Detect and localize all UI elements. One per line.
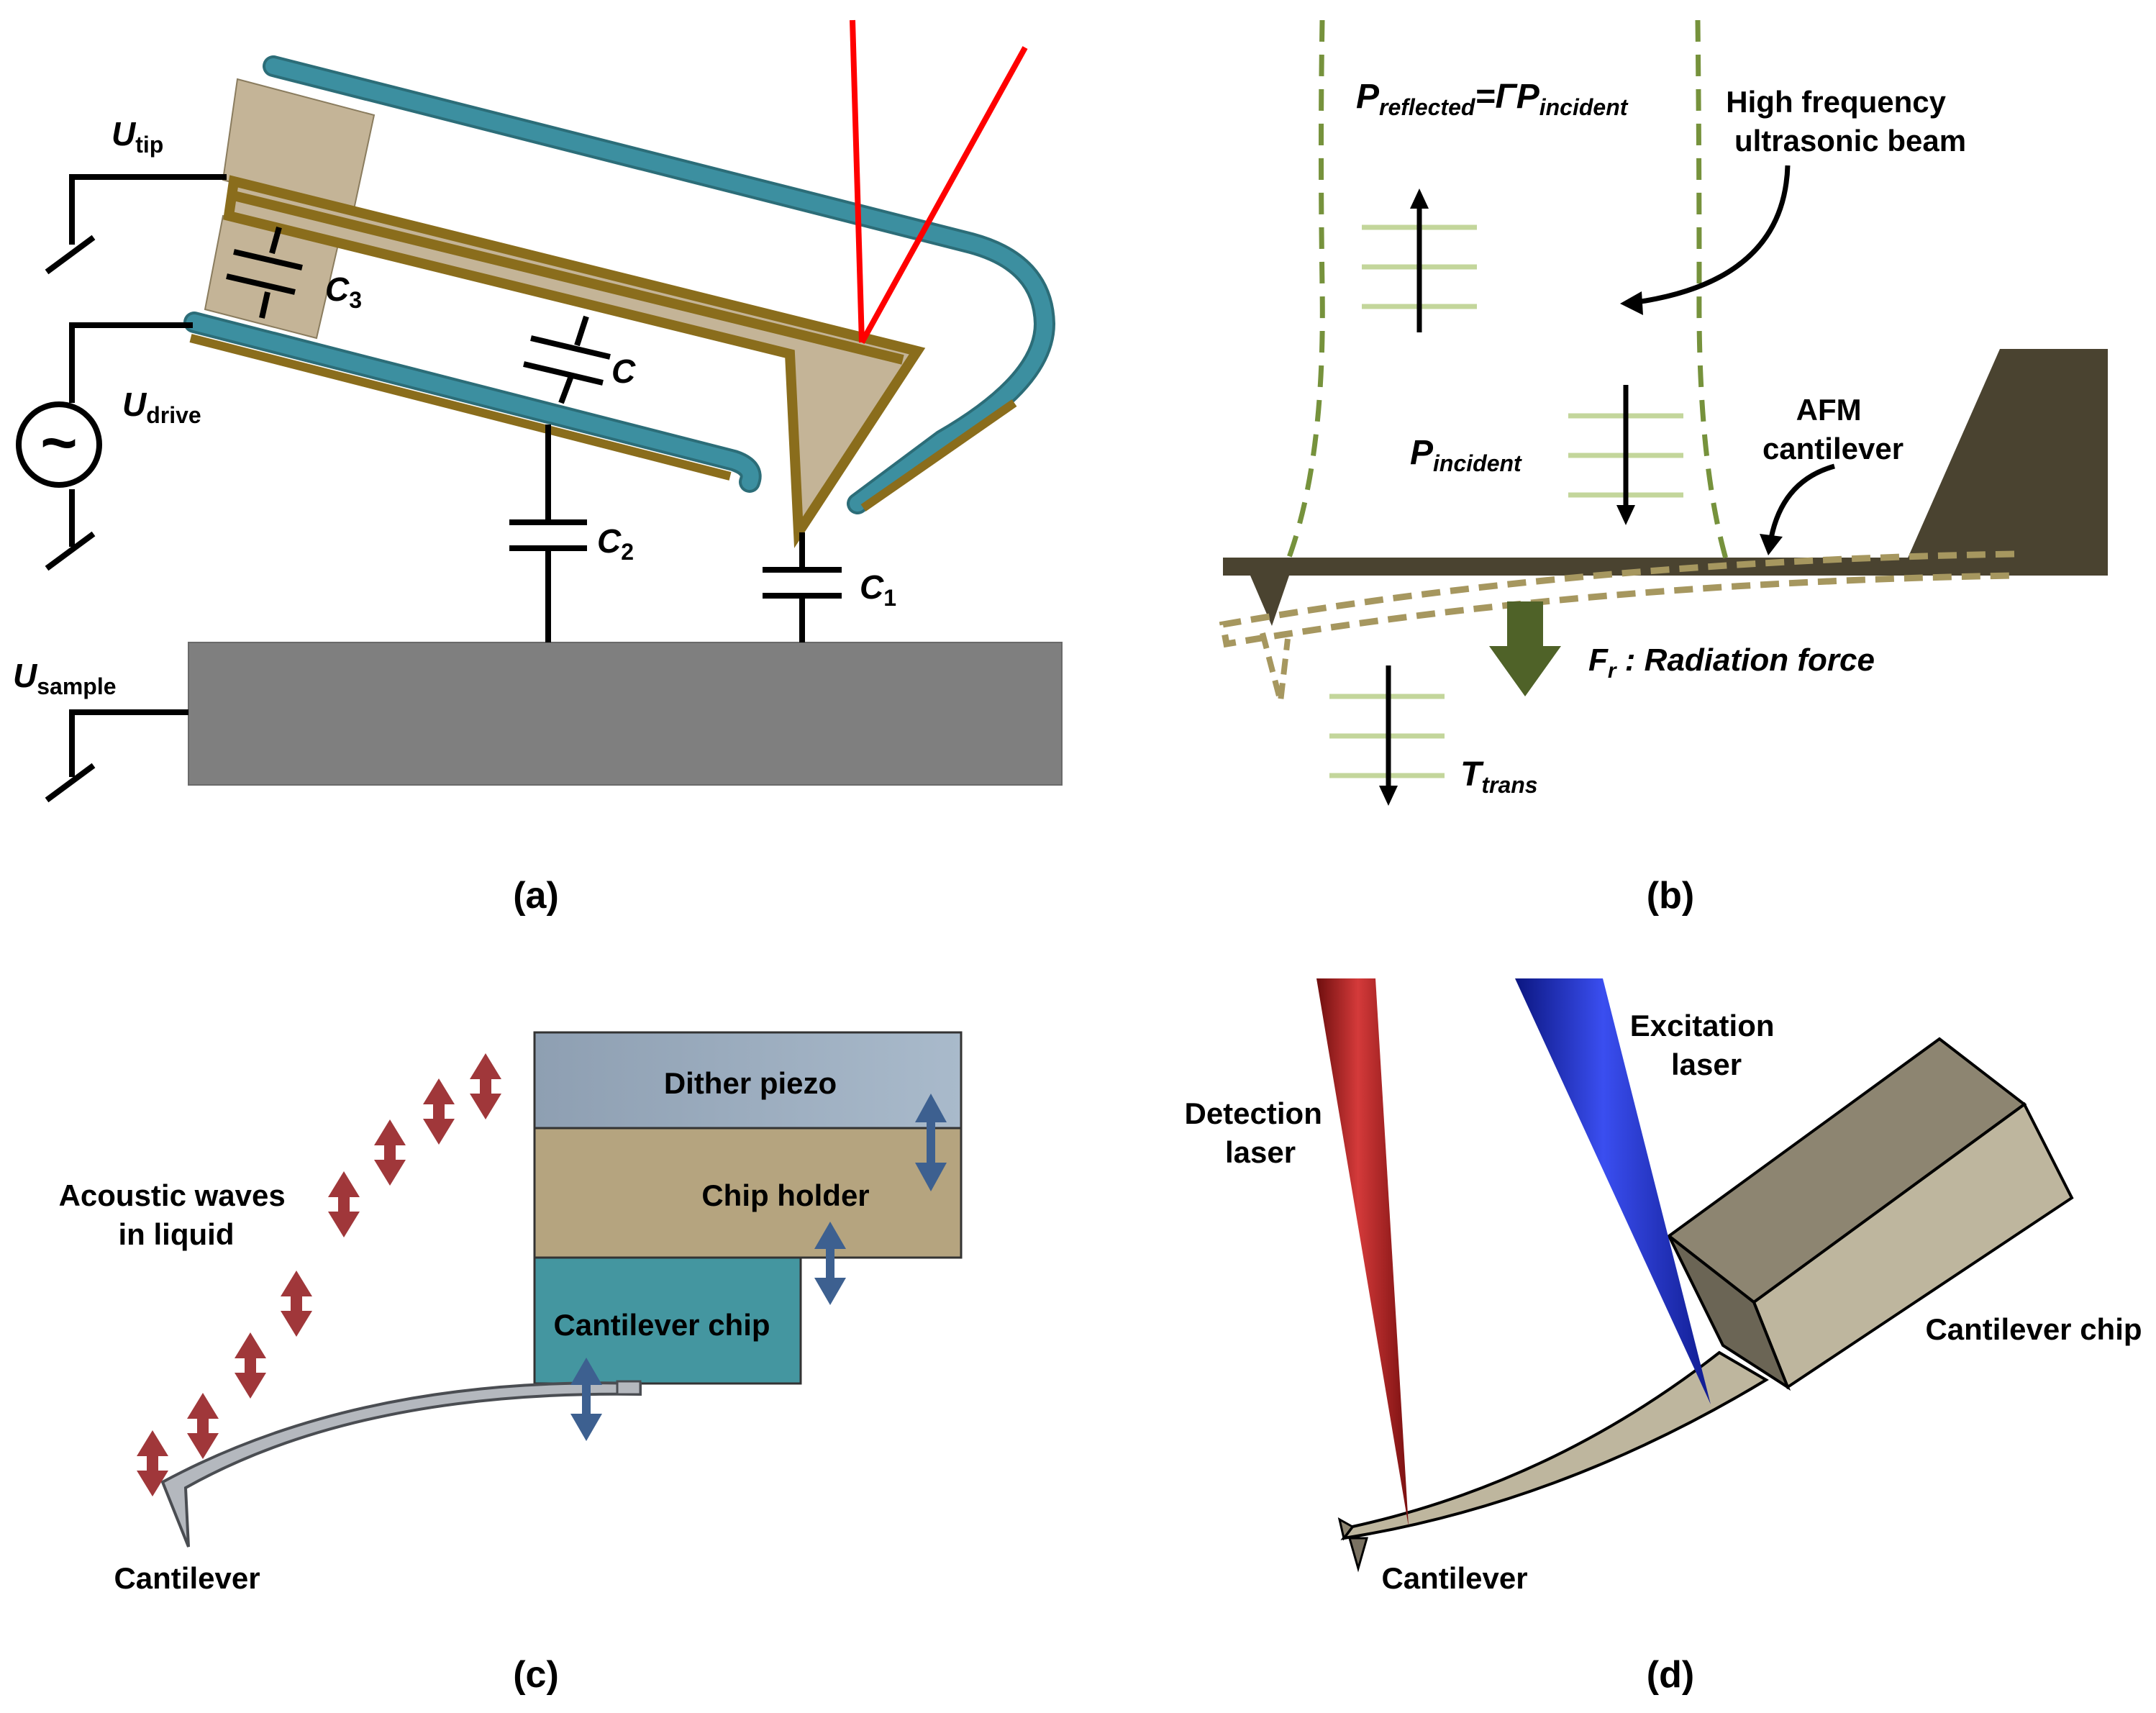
incident-arrow (1616, 385, 1635, 525)
ac-source (16, 401, 102, 488)
cantilever-chip-label: Cantilever chip (553, 1308, 770, 1342)
laser-reflected (859, 46, 1028, 344)
vibration-arrows (570, 1094, 947, 1441)
deflected-cantilever (1219, 550, 2015, 648)
c1-label: C1 (860, 568, 896, 611)
u-tip-label: Utip (112, 115, 163, 158)
p-reflected-label: Preflected=ΓPincident (1356, 78, 1629, 120)
caption-b: (b) (1647, 875, 1694, 917)
dither-label: Dither piezo (664, 1066, 837, 1100)
c3-label: C3 (325, 271, 362, 313)
afm-label: AFM cantilever (1762, 393, 1903, 465)
chip-side-face (1668, 1235, 1791, 1391)
u-sample-label: Usample (13, 657, 117, 699)
beam-label: High frequency ultrasonic beam (1726, 85, 1966, 158)
reflected-arrow (1410, 188, 1429, 332)
circuit-wires (45, 174, 842, 803)
caption-c: (c) (513, 1654, 559, 1696)
chip-holder-label: Chip holder (701, 1178, 869, 1212)
afm-tip (1250, 576, 1289, 626)
laser-incident (850, 19, 865, 343)
t-trans-label: Ttrans (1460, 755, 1538, 798)
excitation-laser (1515, 978, 1711, 1404)
afm-chip (1906, 349, 2108, 576)
panel-d: Detection laser Excitation laser Cantile… (1184, 978, 2142, 1696)
panel-a: ~ Utip Udrive Usample C3 C C2 C1 (a) (13, 19, 1063, 917)
c2-label: C2 (597, 522, 634, 565)
beam-pointer-arrow (1636, 165, 1791, 305)
caption-d: (d) (1647, 1654, 1694, 1696)
acoustic-wave-arrows (137, 1053, 501, 1496)
cantilever-label-c: Cantilever (114, 1561, 260, 1595)
cantilever-tip-d (1348, 1537, 1368, 1573)
chip-label-d: Cantilever chip (1925, 1312, 2142, 1346)
gray-cantilever (160, 1381, 642, 1548)
afm-pointer-arrow (1768, 463, 1835, 539)
c-label: C (611, 353, 636, 390)
acoustic-label: Acoustic waves in liquid (59, 1178, 294, 1251)
force-label: Fr : Radiation force (1588, 642, 1875, 683)
radiation-force-arrow (1489, 601, 1561, 696)
transmitted-arrow (1379, 665, 1398, 806)
cantilever-chip (533, 1256, 802, 1385)
p-incident-label: Pincident (1410, 434, 1522, 476)
detection-laser (1316, 978, 1409, 1527)
panel-c: Dither piezo Chip holder Cantilever chip… (59, 1031, 963, 1696)
detection-label: Detection laser (1184, 1096, 1330, 1169)
caption-a: (a) (513, 875, 559, 917)
chip-holder (533, 1127, 963, 1259)
u-drive-label: Udrive (122, 386, 201, 428)
panel-b: Preflected=ΓPincident High frequency ult… (1219, 19, 2108, 917)
cantilever-label-d: Cantilever (1381, 1561, 1527, 1595)
beam-boundary-right (1695, 19, 1729, 562)
sample-block (188, 642, 1063, 786)
ac-symbol: ~ (40, 406, 77, 478)
excitation-label: Excitation laser (1630, 1009, 1783, 1081)
dither-piezo (533, 1031, 963, 1130)
beam-boundary-left (1285, 19, 1325, 563)
